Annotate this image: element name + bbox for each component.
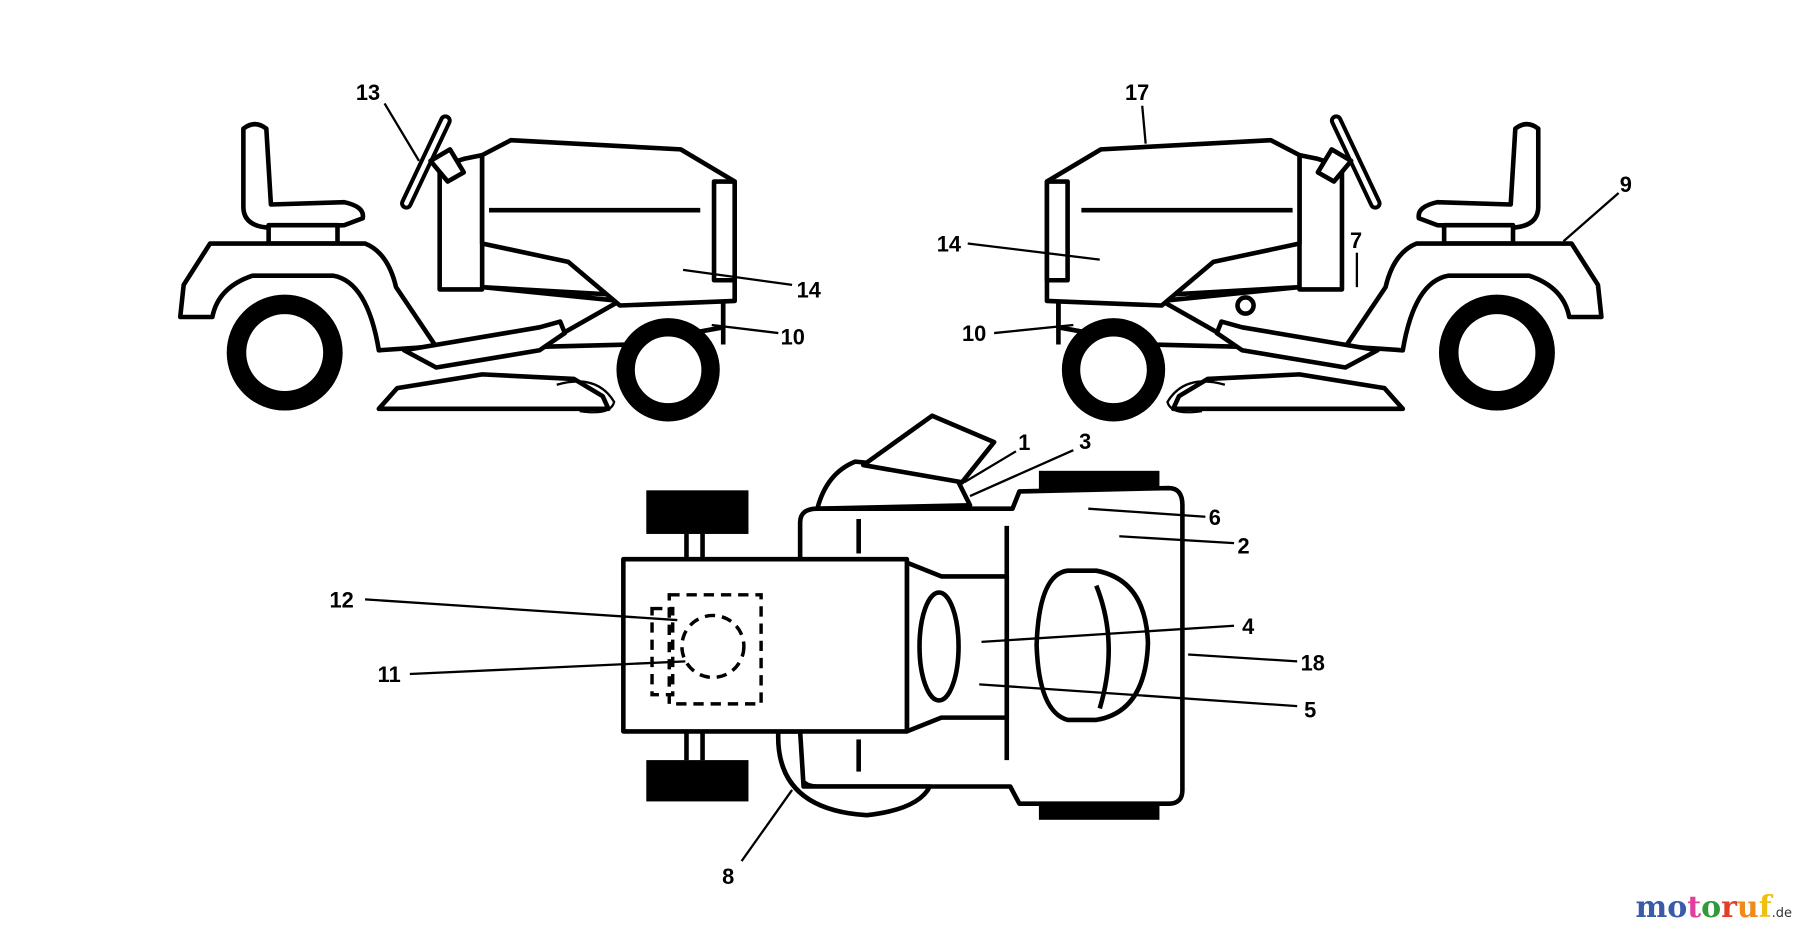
tractor-right-view (1047, 121, 1601, 413)
logo-letter: o (1701, 890, 1722, 925)
logo-letter: t (1687, 890, 1702, 925)
lever-knob (1235, 295, 1256, 316)
callout-12: 12 (329, 587, 353, 612)
logo-letter: f (1758, 890, 1772, 925)
callout-4: 4 (1242, 614, 1254, 639)
tractor-left-view (180, 121, 734, 413)
logo-suffix: .de (1771, 906, 1792, 921)
callout-9: 9 (1620, 172, 1632, 197)
callout-2: 2 (1238, 533, 1250, 558)
callout-11: 11 (378, 662, 401, 687)
logo-letter: u (1736, 890, 1759, 925)
callout-10-left: 10 (781, 325, 805, 350)
callout-14-left: 14 (797, 277, 821, 302)
callout-5: 5 (1304, 698, 1316, 723)
callout-17: 17 (1125, 80, 1149, 105)
motoruf-logo: motoruf.de (1635, 890, 1792, 925)
logo-letter: m (1635, 890, 1668, 925)
logo-letter: o (1667, 890, 1688, 925)
callout-10-right: 10 (962, 321, 986, 346)
callout-6: 6 (1209, 505, 1221, 530)
callout-13: 13 (356, 80, 380, 105)
callout-3: 3 (1079, 429, 1091, 454)
callout-14-right: 14 (937, 232, 961, 257)
leader-lines (364, 102, 1620, 862)
callout-7: 7 (1350, 228, 1362, 253)
logo-letter: r (1721, 890, 1737, 925)
tractor-top-view (621, 413, 1185, 820)
callout-8: 8 (722, 864, 734, 889)
callout-1: 1 (1018, 430, 1030, 455)
callout-18: 18 (1301, 651, 1325, 676)
